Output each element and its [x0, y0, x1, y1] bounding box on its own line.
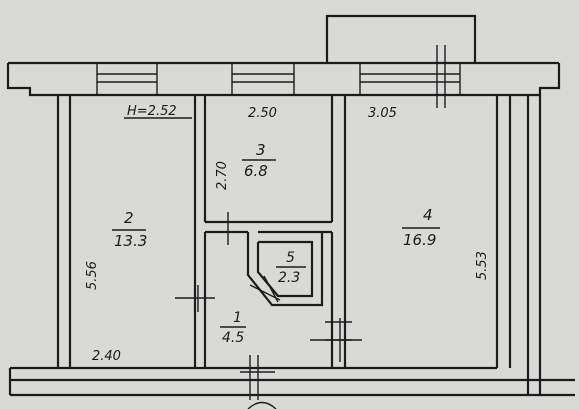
- window-room4: [359, 45, 461, 108]
- room-3-walls: [205, 95, 334, 245]
- entrance-door: [240, 355, 277, 409]
- room1-area: 4.5: [222, 330, 244, 346]
- room3-length-dim: 2.70: [215, 161, 230, 190]
- exterior-wall-right: [495, 95, 542, 395]
- room4-area: 16.9: [403, 231, 436, 249]
- room2-area: 13.3: [114, 232, 147, 250]
- room2-width-dim: 2.40: [92, 349, 121, 364]
- room4-number: 4: [423, 206, 433, 224]
- room-5-walls: [246, 232, 324, 307]
- partition-room2: [175, 95, 215, 368]
- room5-number: 5: [286, 250, 295, 266]
- room3-area: 6.8: [244, 162, 268, 180]
- exterior-wall-bottom: [8, 366, 575, 397]
- ceiling-height-label: H=2.52: [127, 104, 177, 119]
- window-room3: [231, 62, 295, 96]
- room4-width-dim: 3.05: [368, 106, 397, 121]
- room3-number: 3: [256, 141, 266, 159]
- window-room2: [96, 62, 158, 96]
- room-4-walls: [310, 95, 362, 368]
- room1-number: 1: [233, 310, 242, 326]
- room2-length-dim: 5.56: [85, 261, 100, 290]
- room2-number: 2: [124, 209, 134, 227]
- balcony: [325, 14, 477, 63]
- exterior-wall-left: [56, 95, 72, 368]
- room5-area: 2.3: [278, 270, 300, 286]
- room4-length-dim: 5.53: [475, 251, 490, 280]
- room3-width-dim: 2.50: [248, 106, 277, 121]
